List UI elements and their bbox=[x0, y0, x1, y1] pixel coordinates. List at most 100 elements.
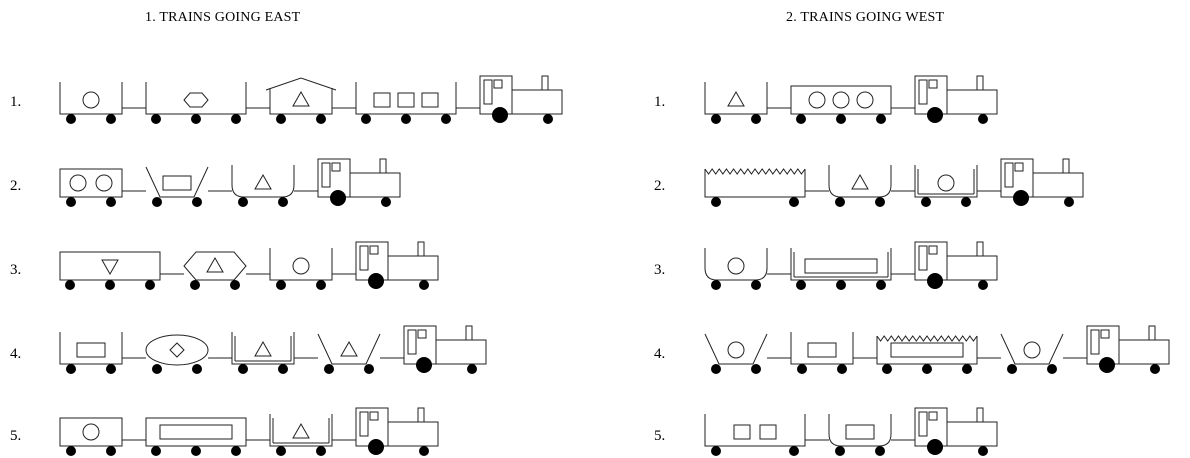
wheel bbox=[65, 280, 75, 290]
east-train-2 bbox=[59, 158, 401, 207]
cab-window bbox=[369, 411, 379, 421]
wheel bbox=[230, 280, 240, 290]
boiler bbox=[387, 421, 439, 447]
hexagon-car-body bbox=[183, 251, 247, 281]
train-car bbox=[704, 248, 768, 290]
locomotive bbox=[403, 325, 487, 374]
train-car bbox=[828, 165, 892, 207]
ellipse-car-body bbox=[145, 334, 209, 366]
east-train-1 bbox=[59, 75, 563, 124]
cab-window bbox=[1090, 329, 1100, 355]
chimney bbox=[379, 158, 387, 174]
triangle-load bbox=[340, 340, 358, 357]
boiler bbox=[349, 172, 401, 198]
locomotive bbox=[1086, 325, 1170, 374]
jagged-roof-car-body bbox=[876, 336, 978, 365]
train-car bbox=[231, 332, 295, 374]
train-car bbox=[704, 168, 806, 207]
wheel bbox=[789, 197, 799, 207]
circle-load bbox=[82, 423, 100, 441]
wheel bbox=[364, 364, 374, 374]
open-rect-car-body bbox=[145, 82, 247, 115]
drive-wheel bbox=[1013, 190, 1029, 206]
west-train-label: 2. bbox=[654, 178, 666, 194]
wheel bbox=[419, 280, 429, 290]
wheel bbox=[278, 364, 288, 374]
wheel bbox=[231, 114, 241, 124]
circle-load bbox=[82, 91, 100, 109]
rectangle-load bbox=[845, 424, 875, 440]
long-rectangle-load bbox=[159, 424, 233, 440]
locomotive bbox=[1000, 158, 1084, 207]
cab-window bbox=[928, 245, 938, 255]
open-rect-car-body bbox=[790, 332, 854, 365]
cab-window bbox=[331, 162, 341, 172]
wheel bbox=[962, 364, 972, 374]
trapezoid-car-body bbox=[1000, 333, 1064, 365]
train-car bbox=[790, 85, 892, 124]
wheel bbox=[751, 364, 761, 374]
west-train-label: 5. bbox=[654, 428, 666, 444]
east-train-label: 1. bbox=[10, 94, 22, 110]
west-train-3 bbox=[704, 241, 998, 290]
drive-wheel bbox=[927, 273, 943, 289]
wheel bbox=[836, 280, 846, 290]
closed-rect-car-body bbox=[59, 168, 123, 198]
circle-load bbox=[292, 257, 310, 275]
train-car bbox=[145, 417, 247, 456]
wheel bbox=[238, 364, 248, 374]
wheel bbox=[797, 364, 807, 374]
circle-load bbox=[1023, 341, 1041, 359]
train-car bbox=[876, 335, 978, 374]
cab-window bbox=[407, 329, 417, 355]
chimney bbox=[976, 75, 984, 91]
u-shaped-car-body bbox=[231, 165, 295, 198]
train-car bbox=[59, 82, 123, 124]
train-car bbox=[1000, 333, 1064, 374]
drive-wheel bbox=[368, 439, 384, 455]
east-train-label: 2. bbox=[10, 178, 22, 194]
wheel bbox=[152, 197, 162, 207]
wheel bbox=[1047, 364, 1057, 374]
boiler bbox=[387, 255, 439, 281]
drive-wheel bbox=[927, 107, 943, 123]
train-car bbox=[790, 248, 892, 290]
west-train-label: 3. bbox=[654, 262, 666, 278]
cab-window bbox=[359, 245, 369, 271]
u-shaped-car-body bbox=[704, 248, 768, 281]
train-car bbox=[183, 251, 247, 290]
long-rectangle-load bbox=[890, 342, 964, 358]
wheel bbox=[152, 364, 162, 374]
wheel bbox=[361, 114, 371, 124]
triangle-load bbox=[292, 422, 310, 439]
cab-window bbox=[483, 79, 493, 105]
wheel bbox=[191, 114, 201, 124]
cab-window bbox=[369, 245, 379, 255]
train-car bbox=[790, 332, 854, 374]
wheel bbox=[835, 197, 845, 207]
west-train-1 bbox=[704, 75, 998, 124]
east-train-label: 3. bbox=[10, 262, 22, 278]
closed-rect-car-body bbox=[59, 251, 161, 281]
chimney bbox=[465, 325, 473, 341]
cab-window bbox=[1004, 162, 1014, 188]
open-rect-car-body bbox=[59, 332, 123, 365]
cab-window bbox=[321, 162, 331, 188]
wheel bbox=[276, 280, 286, 290]
closed-rect-car-body bbox=[145, 417, 247, 447]
open-rect-car-body bbox=[704, 82, 768, 115]
wheel bbox=[711, 197, 721, 207]
peaked-roof-car-body bbox=[269, 88, 333, 115]
wheel bbox=[921, 197, 931, 207]
inverted-triangle-load bbox=[101, 259, 119, 276]
chimney bbox=[541, 75, 549, 91]
circle-load bbox=[727, 257, 745, 275]
west-train-2 bbox=[704, 158, 1084, 207]
wheel bbox=[276, 114, 286, 124]
wheel bbox=[105, 280, 115, 290]
west-train-label: 1. bbox=[654, 94, 666, 110]
trapezoid-car-body bbox=[317, 333, 381, 365]
boiler bbox=[946, 89, 998, 115]
rectangle-load bbox=[421, 92, 439, 108]
